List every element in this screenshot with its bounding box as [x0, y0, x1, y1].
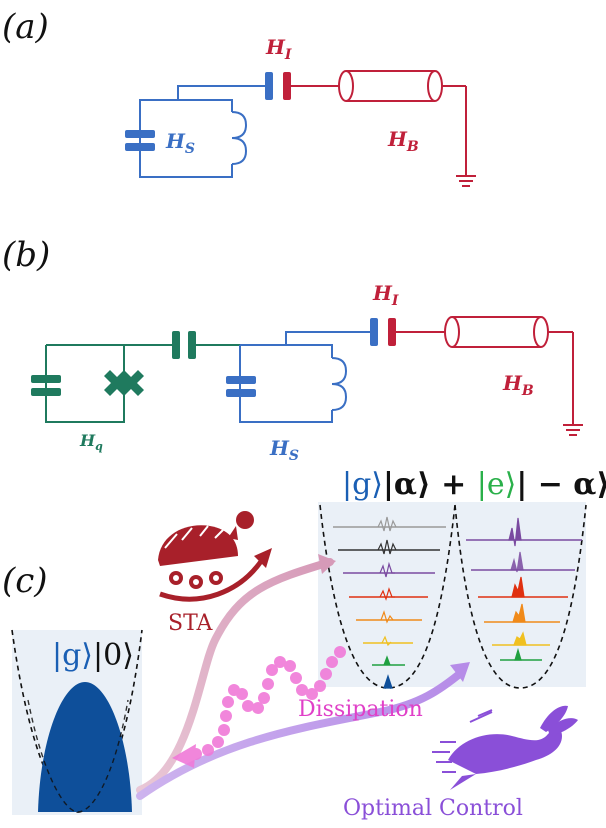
bath-line-a — [291, 70, 467, 176]
ground-wavepacket — [38, 682, 132, 812]
dissipation-label: Dissipation — [298, 697, 423, 722]
panel-a-label: (a) — [2, 7, 49, 47]
sta-path — [136, 554, 336, 794]
panel-c-label: (c) — [2, 561, 48, 601]
cat-state-wells — [318, 502, 587, 689]
panel-b: (b) Hq HS — [2, 235, 583, 464]
qubit-capacitor-b — [31, 375, 61, 396]
hq-label-b: Hq — [79, 431, 103, 453]
optimal-control-label: Optimal Control — [343, 796, 523, 821]
ground-icon — [563, 424, 583, 436]
panel-b-label: (b) — [2, 235, 50, 275]
qubit-coupling-capacitor-b — [172, 331, 196, 359]
panel-a: (a) HS HI — [2, 7, 476, 187]
dissipation-path — [172, 646, 346, 768]
initial-well — [11, 629, 143, 815]
hs-label-a: HS — [165, 129, 195, 157]
hi-label-a: HI — [265, 35, 292, 63]
initial-state-label: |g⟩|0⟩ — [52, 638, 134, 673]
hb-label-a: HB — [387, 127, 419, 155]
turtle-icon — [158, 511, 272, 602]
hb-label-b: HB — [502, 371, 534, 399]
system-capacitor-a — [125, 130, 155, 151]
qubit-circuit-b — [45, 344, 240, 423]
hs-label-b: HS — [269, 436, 299, 464]
left-well-peaks — [377, 516, 397, 689]
cat-state-label: |g⟩|α⟩ + |e⟩| − α⟩ — [342, 467, 606, 502]
system-capacitor-b — [226, 376, 256, 397]
right-well-peaks — [508, 517, 527, 661]
ground-icon — [456, 175, 476, 187]
optimal-control-path — [136, 662, 470, 800]
system-circuit-a — [139, 85, 265, 178]
sta-label: STA — [168, 611, 214, 636]
coupling-capacitor-b — [370, 318, 396, 346]
hi-label-b: HI — [372, 281, 399, 309]
system-circuit-b — [239, 331, 370, 423]
coupling-capacitor-a — [265, 72, 291, 100]
josephson-junction-icon — [104, 370, 144, 396]
bath-line-b — [396, 316, 574, 425]
rabbit-icon — [432, 705, 578, 790]
panel-c: (c) |g⟩|0⟩ — [2, 467, 606, 821]
